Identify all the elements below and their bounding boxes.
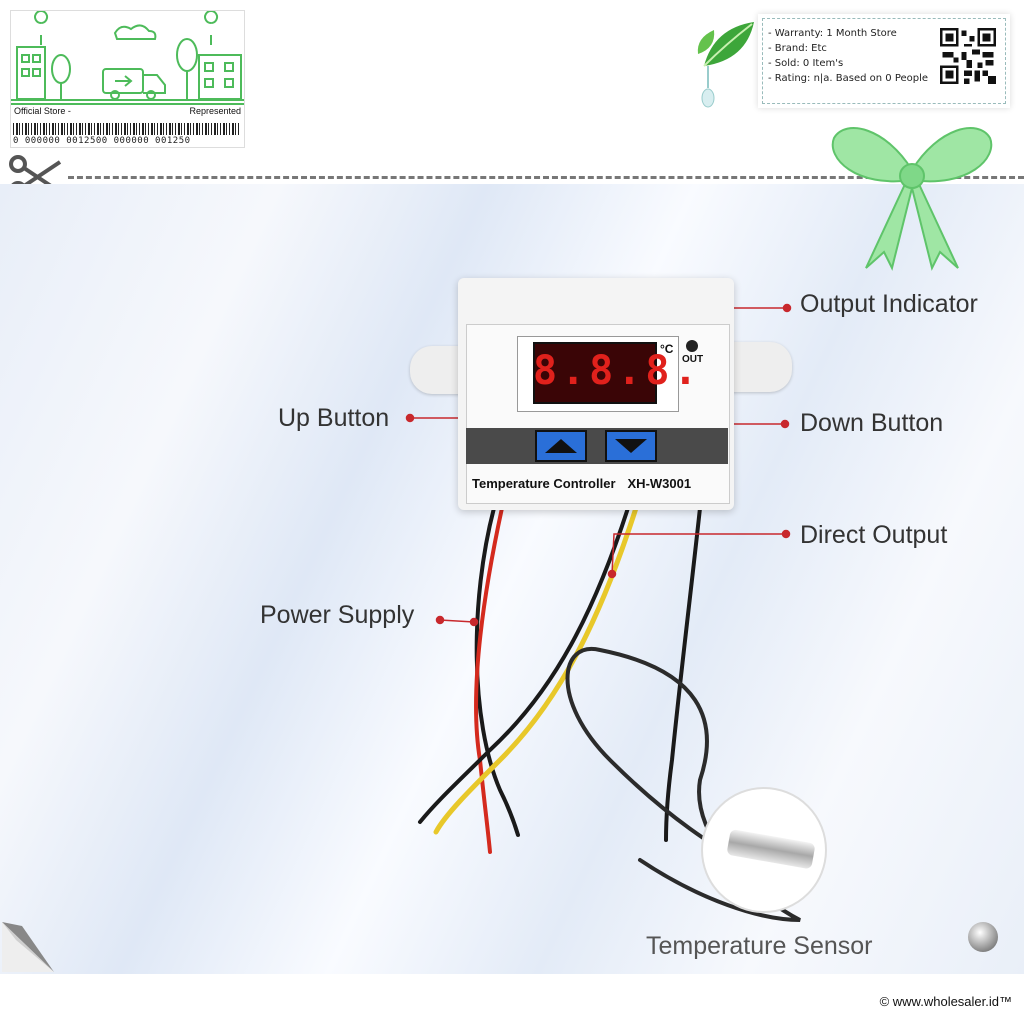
cut-line: [68, 176, 1024, 179]
callout-down-button: Down Button: [800, 409, 944, 437]
device-label: Temperature Controller XH-W3001: [472, 476, 691, 491]
out-label: OUT: [682, 354, 704, 365]
callout-temperature-sensor: Temperature Sensor: [646, 932, 873, 960]
sold-line: - Sold: 0 Item's: [768, 58, 844, 69]
device-model: XH-W3001: [627, 476, 692, 491]
up-button[interactable]: [535, 430, 587, 462]
callout-power-supply: Power Supply: [260, 601, 415, 629]
bow-icon: [831, 127, 993, 271]
store-card: Official Store - Represented 0 000000 00…: [10, 10, 245, 148]
unit-label: °C: [660, 342, 674, 356]
callout-direct-output: Direct Output: [800, 521, 948, 549]
down-button[interactable]: [605, 430, 657, 462]
output-led: [686, 340, 698, 352]
led-display: [533, 342, 657, 404]
page-curl-icon: [2, 922, 54, 972]
callout-up-button: Up Button: [278, 404, 390, 432]
qr-code-icon: [940, 28, 996, 84]
info-lines: - Warranty: 1 Month Store - Brand: Etc -…: [768, 26, 928, 86]
barcode: [13, 123, 241, 135]
store-labels: Official Store - Represented: [11, 104, 244, 120]
leaf-icon: [697, 22, 754, 108]
product-info-card: - Warranty: 1 Month Store - Brand: Etc -…: [758, 14, 1010, 108]
city-delivery-illustration: [11, 11, 244, 101]
up-arrow-icon: [545, 439, 577, 453]
callout-output-indicator: Output Indicator: [800, 290, 978, 318]
store-illustration: [11, 11, 244, 105]
button-strip: [466, 428, 728, 464]
device-name: Temperature Controller: [472, 476, 616, 491]
store-left-label: Official Store -: [14, 106, 71, 116]
display-readout: 8.8.8.: [533, 348, 702, 394]
brand-line: - Brand: Etc: [768, 43, 827, 54]
info-card-border: [762, 18, 1006, 104]
pin-icon: [968, 922, 998, 952]
product-image-area: [0, 184, 1024, 974]
warranty-line: - Warranty: 1 Month Store: [768, 28, 897, 39]
mount-ear-right: [724, 342, 792, 392]
store-right-label: Represented: [189, 106, 241, 116]
copyright-credit: © www.wholesaler.id™: [879, 994, 1012, 1009]
down-arrow-icon: [615, 439, 647, 453]
rating-line: - Rating: n|a. Based on 0 People: [768, 73, 929, 84]
barcode-digits: 0 000000 0012500 000000 001250: [13, 136, 191, 146]
wires-and-callouts: [405, 303, 827, 922]
